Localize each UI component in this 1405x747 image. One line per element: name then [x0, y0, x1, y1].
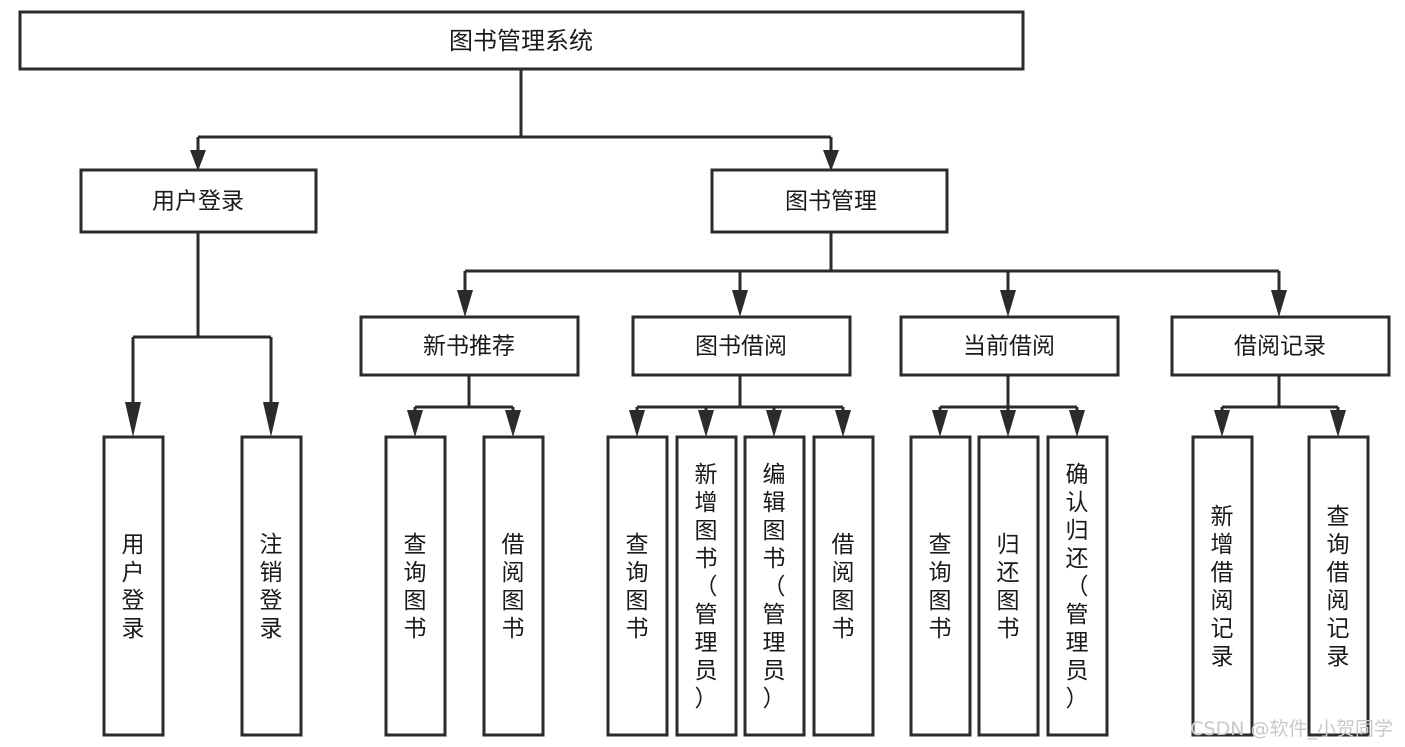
node-user-login-box[interactable]: [79, 168, 318, 234]
leaf-user-login-label: 用户登录: [122, 532, 145, 642]
leaf-currentborrow-return-book-label: 归还图书: [997, 532, 1020, 642]
leaf-currentborrow-query-book[interactable]: 查询图书: [909, 435, 972, 737]
node-book-borrow[interactable]: 图书借阅: [631, 315, 852, 377]
leaf-bookborrow-edit-book-box[interactable]: [743, 435, 806, 737]
leaf-currentborrow-query-book-box[interactable]: [909, 435, 972, 737]
leaf-newbook-query-book[interactable]: 查询图书: [384, 435, 447, 737]
arrow-to-leaf-logout: [263, 402, 279, 437]
leaf-currentborrow-query-book-label: 查询图书: [929, 532, 952, 642]
csdn-watermark: CSDN @软件_小贺同学: [1190, 718, 1393, 740]
arrow-bookborrow-leaf-2: [698, 410, 714, 437]
arrow-to-leaf-user-login: [125, 402, 141, 437]
leaf-borrowrecord-query-record[interactable]: 查询借阅记录: [1307, 435, 1370, 737]
leaf-borrowrecord-add-record-box[interactable]: [1191, 435, 1254, 737]
leaf-borrowrecord-query-record-label: 查询借阅记录: [1327, 504, 1350, 670]
leaf-user-login-box[interactable]: [102, 435, 165, 737]
node-new-book-recommend[interactable]: 新书推荐: [359, 315, 580, 377]
node-borrow-record-box[interactable]: [1170, 315, 1391, 377]
node-book-manage-box[interactable]: [710, 168, 949, 234]
arrow-bookborrow-leaf-4: [835, 410, 851, 437]
arrow-newbook-leaf-1: [407, 410, 423, 437]
leaf-bookborrow-edit-book-label: 编辑图书（管理员）: [763, 462, 786, 712]
arrow-to-book-borrow: [732, 290, 748, 317]
node-user-login-label: 用户登录: [152, 189, 244, 215]
leaf-currentborrow-return-book[interactable]: 归还图书: [977, 435, 1040, 737]
leaf-borrowrecord-add-record[interactable]: 新增借阅记录: [1191, 435, 1254, 737]
leaf-bookborrow-add-book-box[interactable]: [675, 435, 738, 737]
leaf-bookborrow-edit-book[interactable]: 编辑图书（管理员）: [743, 435, 806, 737]
node-borrow-record[interactable]: 借阅记录: [1170, 315, 1391, 377]
leaf-logout-box[interactable]: [240, 435, 303, 737]
leaf-bookborrow-query-book[interactable]: 查询图书: [606, 435, 669, 737]
edges-layer: [125, 69, 1346, 437]
node-current-borrow-label: 当前借阅: [963, 334, 1055, 360]
arrow-to-book-manage: [823, 150, 839, 171]
leaf-logout-label: 注销登录: [260, 532, 283, 642]
arrow-borrowrecord-leaf-2: [1330, 410, 1346, 437]
node-book-manage[interactable]: 图书管理: [710, 168, 949, 234]
node-current-borrow-box[interactable]: [899, 315, 1120, 377]
arrow-to-current-borrow: [1000, 290, 1016, 317]
leaf-newbook-borrow-book-label: 借阅图书: [502, 532, 525, 642]
node-current-borrow[interactable]: 当前借阅: [899, 315, 1120, 377]
arrow-bookborrow-leaf-3: [766, 410, 782, 437]
arrow-borrowrecord-leaf-1: [1214, 410, 1230, 437]
node-book-borrow-box[interactable]: [631, 315, 852, 377]
node-user-login[interactable]: 用户登录: [79, 168, 318, 234]
leaf-logout[interactable]: 注销登录: [240, 435, 303, 737]
leaf-currentborrow-confirm-return-label: 确认归还（管理员）: [1066, 462, 1089, 712]
node-root-label: 图书管理系统: [449, 27, 593, 55]
node-root[interactable]: 图书管理系统: [18, 10, 1025, 71]
arrow-currentborrow-leaf-3: [1069, 410, 1085, 437]
leaf-borrowrecord-query-record-box[interactable]: [1307, 435, 1370, 737]
leaf-currentborrow-return-book-box[interactable]: [977, 435, 1040, 737]
arrow-bookborrow-leaf-1: [629, 410, 645, 437]
leaf-bookborrow-borrow-book-box[interactable]: [812, 435, 875, 737]
leaf-currentborrow-confirm-return[interactable]: 确认归还（管理员）: [1046, 435, 1109, 737]
leaf-bookborrow-add-book-label: 新增图书（管理员）: [695, 462, 718, 712]
leaf-newbook-query-book-box[interactable]: [384, 435, 447, 737]
arrow-to-new-book: [457, 290, 473, 317]
leaf-newbook-borrow-book[interactable]: 借阅图书: [482, 435, 545, 737]
arrow-newbook-leaf-2: [505, 410, 521, 437]
node-borrow-record-label: 借阅记录: [1234, 334, 1326, 360]
leaf-currentborrow-confirm-return-box[interactable]: [1046, 435, 1109, 737]
arrow-currentborrow-leaf-2: [1000, 410, 1016, 437]
arrow-to-user-login: [190, 150, 206, 171]
node-root-box[interactable]: [18, 10, 1025, 71]
leaf-bookborrow-query-book-label: 查询图书: [626, 532, 649, 642]
leaf-bookborrow-query-book-box[interactable]: [606, 435, 669, 737]
arrow-to-borrow-record: [1271, 290, 1287, 317]
node-book-manage-label: 图书管理: [785, 189, 877, 215]
leaf-borrowrecord-add-record-label: 新增借阅记录: [1211, 504, 1234, 670]
leaf-newbook-query-book-label: 查询图书: [404, 532, 427, 642]
leaf-user-login[interactable]: 用户登录: [102, 435, 165, 737]
leaf-bookborrow-borrow-book-label: 借阅图书: [832, 532, 855, 642]
node-new-book-recommend-box[interactable]: [359, 315, 580, 377]
arrow-currentborrow-leaf-1: [932, 410, 948, 437]
leaf-bookborrow-borrow-book[interactable]: 借阅图书: [812, 435, 875, 737]
node-new-book-recommend-label: 新书推荐: [423, 334, 515, 360]
leaf-newbook-borrow-book-box[interactable]: [482, 435, 545, 737]
leaf-bookborrow-add-book[interactable]: 新增图书（管理员）: [675, 435, 738, 737]
node-book-borrow-label: 图书借阅: [695, 334, 787, 360]
